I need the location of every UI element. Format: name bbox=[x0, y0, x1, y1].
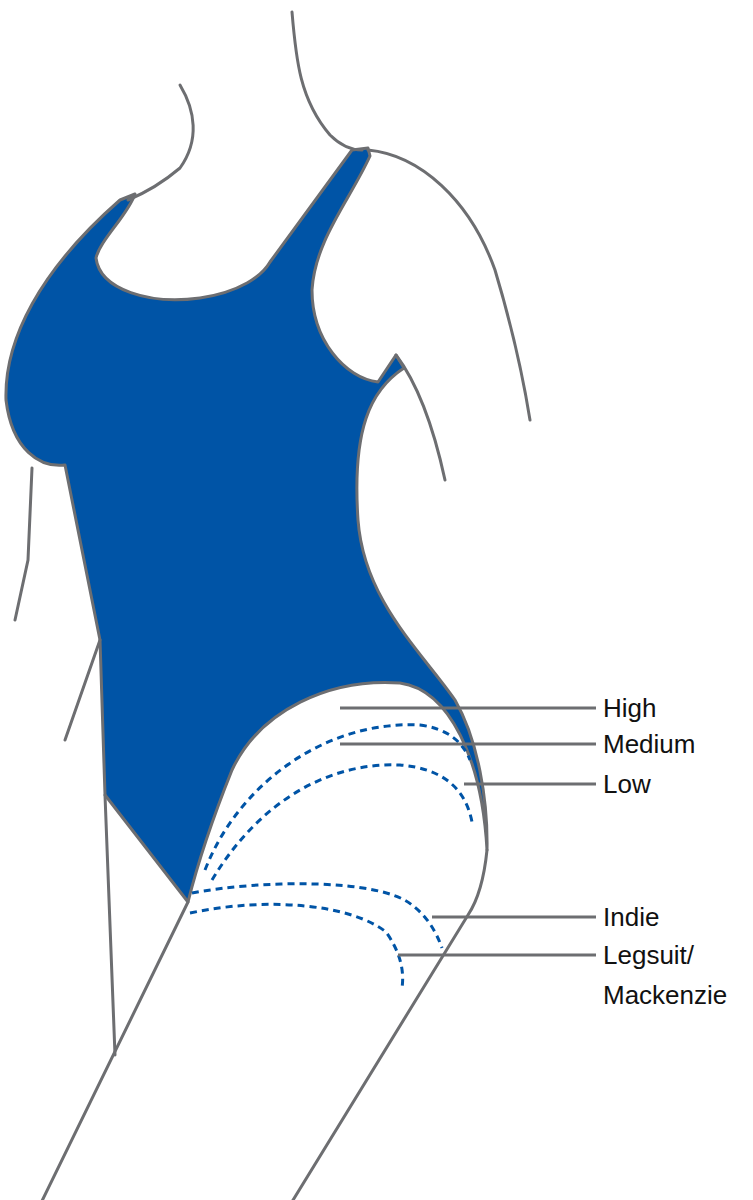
cut-label: High bbox=[603, 690, 656, 726]
cut-label: Medium bbox=[603, 726, 695, 762]
cut-label: Low bbox=[603, 766, 651, 802]
figure-outline bbox=[15, 12, 530, 1200]
cut-label: Indie bbox=[603, 899, 659, 935]
leader-line bbox=[340, 708, 596, 955]
swimsuit bbox=[6, 148, 487, 902]
cut-line bbox=[190, 725, 472, 988]
cut-label: Legsuit/ Mackenzie bbox=[603, 935, 743, 1015]
